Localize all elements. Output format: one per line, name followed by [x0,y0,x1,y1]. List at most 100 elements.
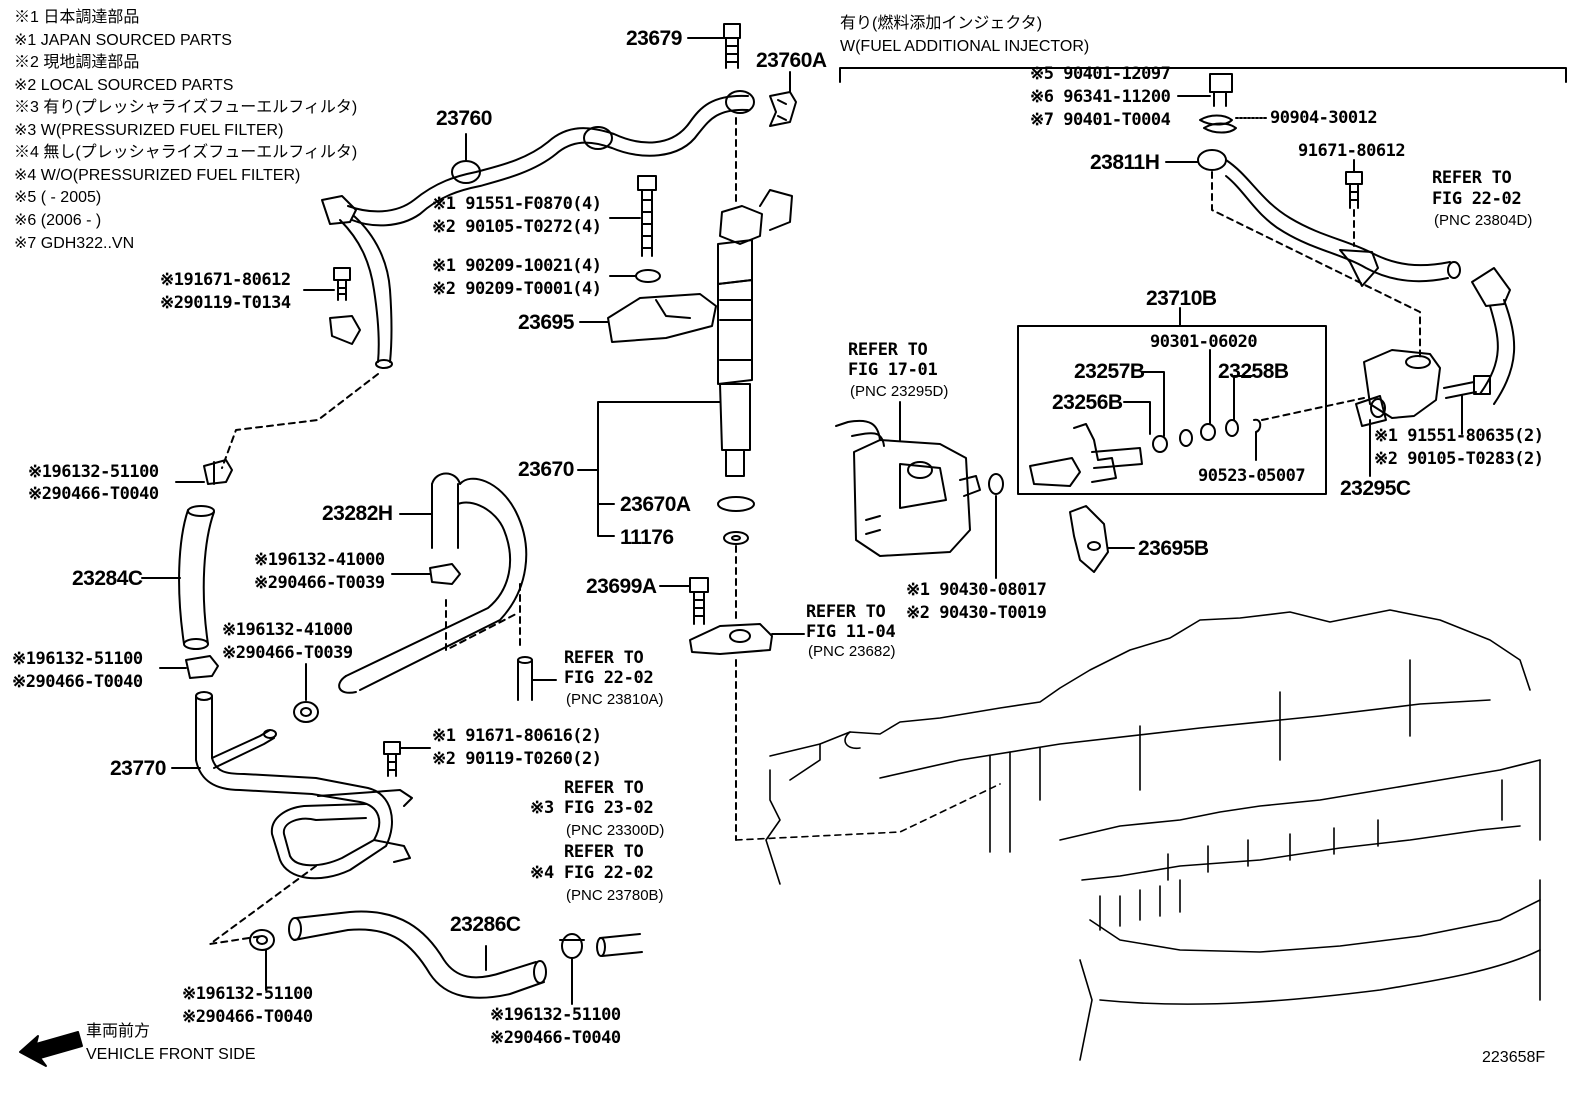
label-23760A: 23760A [756,49,827,72]
label-23295C: 23295C [1340,477,1411,500]
clamp-23760A-art [769,91,797,127]
ref6-mark: ※4 [530,863,554,883]
label-clip-c1: ※196132-41000 [222,620,353,640]
label-bolt-a1: ※1 91551-F0870(4) [432,194,602,214]
ref6-a: REFER TO [564,842,644,862]
clamp-23695B-art [1069,505,1109,573]
label-23770: 23770 [110,757,166,780]
label-11176: 11176 [620,526,674,549]
dash-inj-to-holder [1261,397,1365,421]
bolt-90401-art [1209,73,1233,107]
label-23811H: 23811H [1090,151,1160,174]
bolt-91671-80616-art [383,741,401,777]
group-bracket [839,67,1567,83]
ref4-b: FIG 22-02 [1432,189,1522,209]
engine-block-art [765,609,1541,1061]
label-90904-30012: 90904-30012 [1270,108,1378,128]
ref3-c: (PNC 23295D) [850,383,949,400]
clip-f-art [559,933,585,959]
label-23760: 23760 [436,107,492,130]
fuel-add-injector-23256B-art [1029,418,1262,487]
label-clip-b2: ※290466-T0039 [254,573,385,593]
bolt-91671-80612-b-art [1345,171,1363,209]
note-4: ※2 LOCAL SOURCED PARTS [14,77,234,94]
dash-23282H [445,583,521,651]
bolt-91671-art [333,267,351,301]
note-9: ※5 ( - 2005) [14,189,102,206]
fuel-pipe-23760-art [321,90,755,369]
label-bolt-d2: ※2 90105-T0283(2) [1374,449,1544,469]
label-clip-d2: ※290466-T0040 [12,672,143,692]
label-clip-e1: ※196132-51100 [182,984,313,1004]
ref3-b: FIG 17-01 [848,360,938,380]
gasket-90430-art [988,473,1004,495]
ref1-c: (PNC 23810A) [566,691,664,708]
label-23286C: 23286C [450,913,521,936]
ref5-b: FIG 23-02 [564,798,654,818]
pipe-23770-art [195,691,413,880]
hose-23284C-art [178,505,215,650]
label-23282H: 23282H [322,502,393,525]
ref4-c: (PNC 23804D) [1434,212,1533,229]
label-washer-a2: ※2 90209-T0001(4) [432,279,602,299]
dash-pipe-to-clip [221,373,379,469]
ref5-mark: ※3 [530,798,554,818]
group-header-en: W(FUEL ADDITIONAL INJECTOR) [840,38,1090,55]
clip-d-art [185,655,219,679]
label-clip-f2: ※290466-T0040 [490,1028,621,1048]
label-injbolt-6: ※6 96341-11200 [1030,87,1171,107]
dash-23811H [1211,171,1421,361]
label-23695: 23695 [518,311,574,334]
label-bolt-b2: ※290119-T0134 [160,293,291,313]
label-gasket-2: ※2 90430-T0019 [906,603,1047,623]
connector-lower-art [596,933,643,957]
clip-c-art [293,701,319,723]
pump-refer-17-01-art [835,419,981,557]
injector-23670-art [717,189,793,477]
label-clip-e2: ※290466-T0040 [182,1007,313,1027]
pipe-23811H-art [1197,149,1516,405]
washer-90209-art [635,269,661,283]
ref4-a: REFER TO [1432,168,1512,188]
front-label-jp: 車両前方 [86,1023,151,1040]
label-23284C: 23284C [72,567,143,590]
label-clip-f1: ※196132-51100 [490,1005,621,1025]
note-10: ※6 (2006 - ) [14,212,102,229]
label-90301-06020: 90301-06020 [1150,332,1258,352]
note-5: ※3 有り(プレッシャライズフューエルフィルタ) [14,99,358,116]
clip-a-art [203,459,233,485]
label-23679: 23679 [626,27,682,50]
label-23670A: 23670A [620,493,691,516]
ref6-b: FIG 22-02 [564,863,654,883]
ref2-c: (PNC 23682) [808,643,896,660]
label-clip-c2: ※290466-T0039 [222,643,353,663]
bolt-91551-80635-art [1443,375,1491,399]
clamp-23695-art [607,293,717,343]
note-8: ※4 W/O(PRESSURIZED FUEL FILTER) [14,167,301,184]
clamp-plate-art [689,623,773,655]
bolt-91551-art [637,175,657,257]
label-23258B: 23258B [1218,360,1289,383]
label-23256B: 23256B [1052,391,1123,414]
label-bolt-c2: ※2 90119-T0260(2) [432,749,602,769]
ref5-c: (PNC 23300D) [566,822,665,839]
label-injbolt-5: ※5 90401-12097 [1030,64,1171,84]
leader-23258B [1233,375,1253,421]
ref3-a: REFER TO [848,340,928,360]
hose-23286C-art [288,910,547,999]
note-6: ※3 W(PRESSURIZED FUEL FILTER) [14,122,284,139]
connector-refer-22-02-art [517,656,533,701]
label-23695B: 23695B [1138,537,1209,560]
label-clip-d1: ※196132-51100 [12,649,143,669]
label-injbolt-7: ※7 90401-T0004 [1030,110,1171,130]
dash-engine [735,783,1001,841]
group-header-jp: 有り(燃料添加インジェクタ) [840,15,1043,32]
note-2: ※1 JAPAN SOURCED PARTS [14,32,232,49]
seal-23670A-art [717,496,755,512]
note-11: ※7 GDH322..VN [14,235,135,252]
bolt-23679-art [723,23,741,69]
ref2-b: FIG 11-04 [806,622,896,642]
leader-23256B [1123,401,1151,435]
ref1-b: FIG 22-02 [564,668,654,688]
